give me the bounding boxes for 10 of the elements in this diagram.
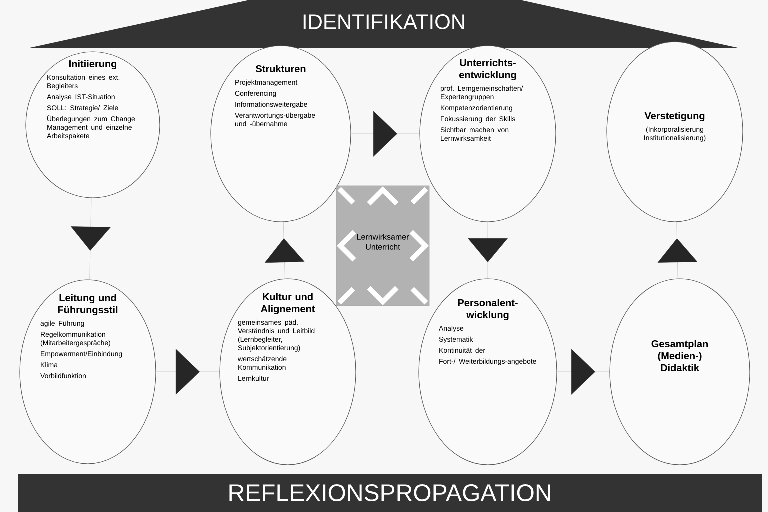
banner: IDENTIFIKATION	[30, 0, 738, 48]
triangle-arrow	[468, 222, 508, 279]
banner: REFLEXIONSPROPAGATION	[18, 474, 762, 512]
triangle-arrow	[264, 222, 305, 279]
triangle-arrow	[557, 349, 610, 395]
triangle-arrow	[156, 349, 220, 395]
center-square: Lernwirksamer Unterricht	[336, 186, 430, 306]
triangle-arrow	[71, 198, 111, 280]
triangle-arrow	[351, 111, 420, 157]
triangle-arrow	[658, 222, 698, 279]
